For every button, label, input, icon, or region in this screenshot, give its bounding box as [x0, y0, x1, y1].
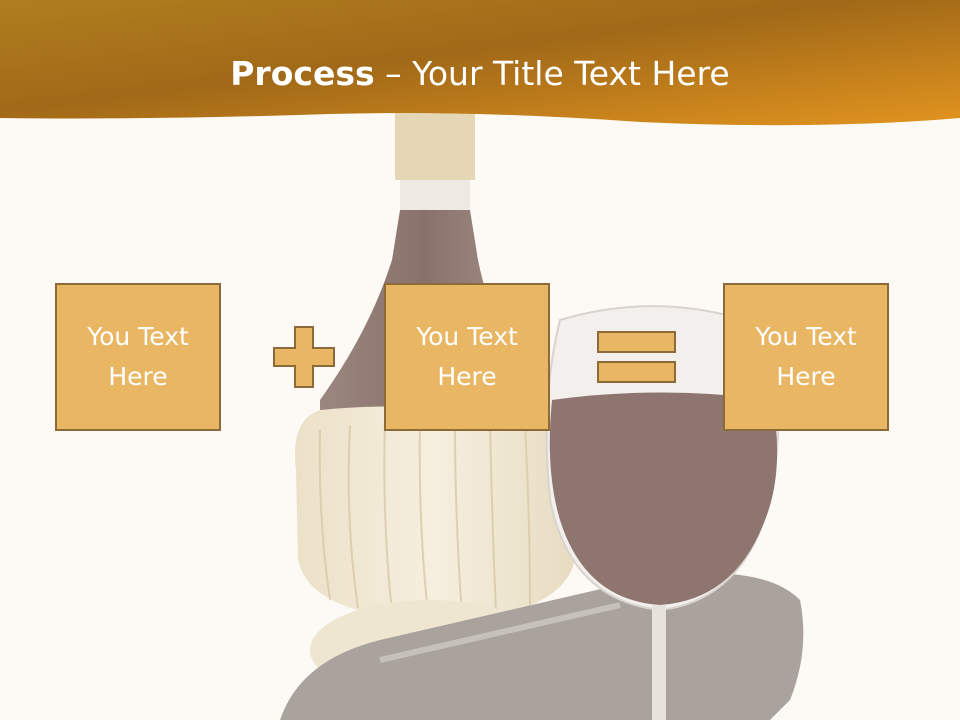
page-title: Process – Your Title Text Here: [0, 52, 960, 96]
equals-icon: [597, 331, 676, 383]
process-box-1[interactable]: You Text Here: [55, 283, 221, 431]
box-1-line-2: Here: [108, 362, 168, 391]
title-bold: Process: [230, 54, 375, 93]
box-2-line-2: Here: [437, 362, 497, 391]
box-2-line-1: You Text: [416, 322, 518, 351]
title-rest: – Your Title Text Here: [374, 54, 730, 93]
process-box-3[interactable]: You Text Here: [723, 283, 889, 431]
box-1-line-1: You Text: [87, 322, 189, 351]
plus-icon: [273, 326, 335, 388]
box-3-line-1: You Text: [755, 322, 857, 351]
box-3-line-2: Here: [776, 362, 836, 391]
process-box-2[interactable]: You Text Here: [384, 283, 550, 431]
header-band: [0, 0, 960, 126]
